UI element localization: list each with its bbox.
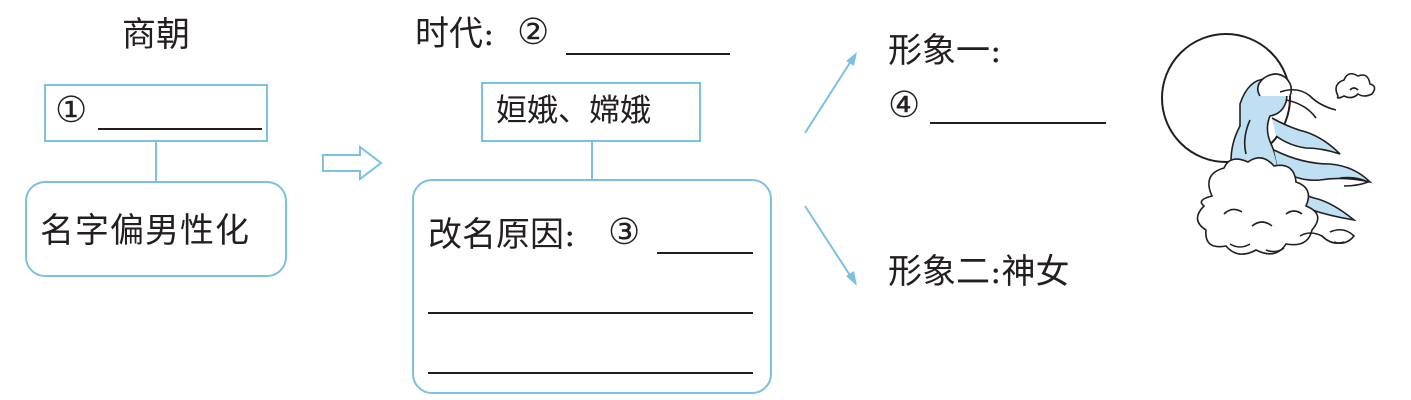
blank-3-line-2[interactable] xyxy=(428,312,753,314)
image1-title: 形象一: xyxy=(888,31,1002,71)
small-cloud-icon xyxy=(1335,72,1376,99)
blank-2-label: ② xyxy=(517,12,550,53)
blank-1-label: ① xyxy=(55,90,88,131)
blank-1-line[interactable] xyxy=(98,128,262,130)
blank-box-1 xyxy=(44,84,268,142)
blank-2-line[interactable] xyxy=(566,53,730,55)
connector-middle xyxy=(591,142,593,180)
arrow-down-right-head xyxy=(846,271,857,286)
names-box xyxy=(481,82,701,142)
era-prefix: 时代: xyxy=(415,14,495,54)
names-text: 姮娥、嫦娥 xyxy=(496,93,651,129)
blank-3-line-3[interactable] xyxy=(428,372,753,374)
arrow-up-right-head xyxy=(846,52,857,66)
name-feature-box xyxy=(25,181,287,277)
blank-4-label: ④ xyxy=(888,85,921,126)
name-feature-text: 名字偏男性化 xyxy=(40,211,250,251)
dynasty-label: 商朝 xyxy=(122,15,190,55)
arrow-down-right xyxy=(804,205,854,281)
reason-box xyxy=(412,179,772,394)
blank-3-label: ③ xyxy=(608,212,641,253)
arrow-up-right xyxy=(804,57,854,134)
connector-left xyxy=(155,142,157,182)
reason-prefix: 改名原因: xyxy=(428,215,576,255)
cloud-base-icon xyxy=(1196,157,1370,255)
hollow-arrow xyxy=(322,144,383,182)
blank-4-line[interactable] xyxy=(930,122,1106,124)
blank-3-line[interactable] xyxy=(657,252,753,254)
image2-text: 形象二:神女 xyxy=(888,252,1070,292)
